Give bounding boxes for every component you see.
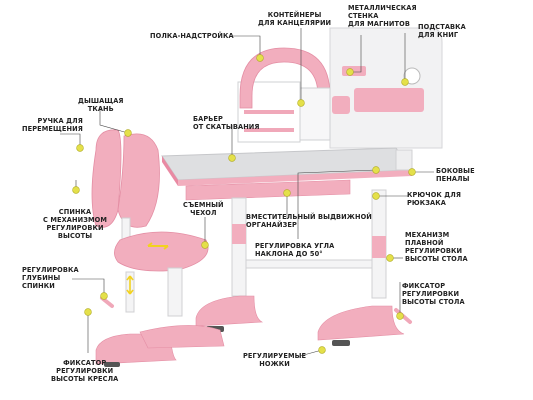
label-metal-wall: МЕТАЛЛИЧЕСКАЯ СТЕНКА ДЛЯ МАГНИТОВ [348,4,417,28]
desk-foot-right [317,305,405,341]
desk-foot-pad-right [332,340,350,346]
label-shelf: ПОЛКА-НАДСТРОЙКА [150,32,234,40]
label-drawer: ВМЕСТИТЕЛЬНЫЙ ВЫДВИЖНОЙ ОРГАНАЙЗЕР [246,213,372,229]
label-depth: РЕГУЛИРОВКА ГЛУБИНЫ СПИНКИ [22,266,79,290]
height-arrow-icon [126,275,134,295]
chair-base-right [139,325,225,349]
shelf-board-lower [244,128,294,132]
marker-desk-height [386,254,394,262]
marker-feet [318,346,326,354]
desk [161,27,443,346]
chair [91,129,225,367]
label-breathable: ДЫШАЩАЯ ТКАНЬ [78,97,124,113]
label-desk-height: МЕХАНИЗМ ПЛАВНОЙ РЕГУЛИРОВКИ ВЫСОТЫ СТОЛ… [405,231,468,263]
desk-leg-left [231,197,247,297]
marker-shelf [256,54,264,62]
chair-back-right [117,133,160,228]
label-book-stand: ПОДСТАВКА ДЛЯ КНИГ [418,23,466,39]
pencil-cup [332,96,350,114]
label-cover: СЪЕМНЫЙ ЧЕХОЛ [183,201,224,217]
marker-side-cases [408,168,416,176]
label-chair-lock: ФИКСАТОР РЕГУЛИРОВКИ ВЫСОТЫ КРЕСЛА [51,359,119,383]
marker-breathable [124,129,132,137]
seat-arrow-icon [147,242,169,250]
label-barrier: БАРЬЕР ОТ СКАТЫВАНИЯ [193,115,260,131]
desk-top-side [162,156,178,186]
marker-tilt [372,166,380,174]
marker-cover [201,241,209,249]
side-case [395,149,413,171]
chair-column [167,267,183,317]
shelf-board [244,110,294,114]
marker-depth [100,292,108,300]
leg-collar-right [372,236,386,258]
drawer [185,179,351,201]
label-side-cases: БОКОВЫЕ ПЕНАЛЫ [436,167,475,183]
label-handle: РУЧКА ДЛЯ ПЕРЕМЕЩЕНИЯ [22,117,83,133]
pencil-container [342,66,366,76]
marker-chair-lock [84,308,92,316]
marker-drawer [283,189,291,197]
desk-cross-beam [245,259,373,269]
label-hook: КРЮЧОК ДЛЯ РЮКЗАКА [407,191,462,207]
marker-barrier [228,154,236,162]
marker-containers [297,99,305,107]
shelf-side [299,87,331,141]
label-tilt: РЕГУЛИРОВКА УГЛА НАКЛОНА ДО 50° [255,242,335,258]
marker-hook [372,192,380,200]
label-containers: КОНТЕЙНЕРЫ ДЛЯ КАНЦЕЛЯРИИ [258,11,332,27]
desk-top-edge [178,170,412,186]
chair-seat [114,231,209,272]
label-backrest: СПИНКА С МЕХАНИЗМОМ РЕГУЛИРОВКИ ВЫСОТЫ [43,208,108,240]
marker-book-stand [401,78,409,86]
book-stand-holder [354,88,424,112]
marker-backrest [72,186,80,194]
label-desk-lock: ФИКСАТОР РЕГУЛИРОВКИ ВЫСОТЫ СТОЛА [402,282,465,306]
markers [72,54,416,354]
chair-foot-pad [104,362,120,367]
marker-handle [76,144,84,152]
leg-collar-left [232,224,246,244]
label-feet: РЕГУЛИРУЕМЫЕ НОЖКИ [243,352,307,368]
marker-metal-wall [346,68,354,76]
desk-foot-left [195,295,264,327]
marker-desk-lock [396,312,404,320]
